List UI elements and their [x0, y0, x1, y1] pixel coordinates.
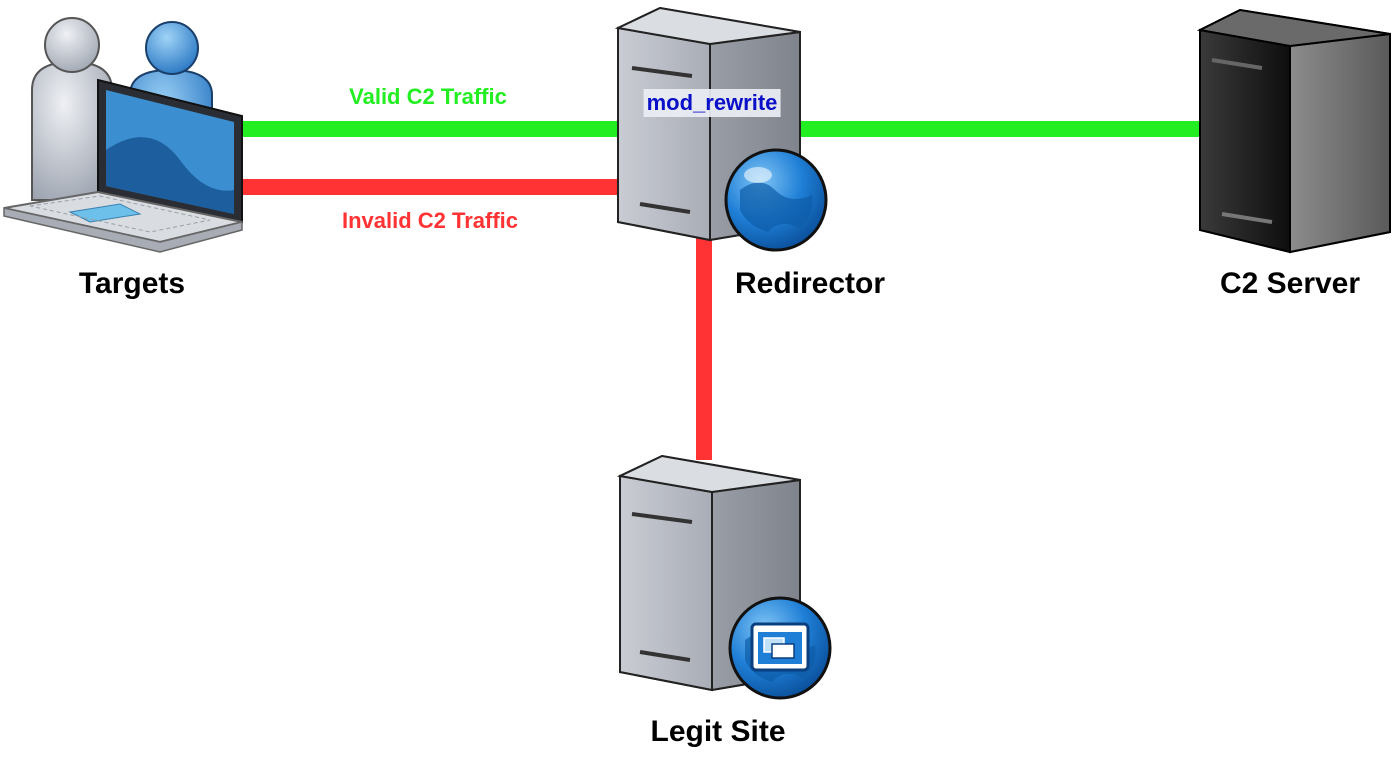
person-grey-icon — [31, 17, 113, 201]
redirector-server-icon — [614, 6, 801, 242]
laptop-users-icon — [3, 17, 243, 253]
mod-rewrite-label: mod_rewrite — [643, 89, 781, 117]
c2-server-label: C2 Server — [1219, 267, 1361, 300]
globe-icon — [724, 148, 828, 252]
window-icon — [750, 622, 810, 672]
black-server-icon — [1196, 8, 1391, 254]
legit-site-label: Legit Site — [650, 715, 786, 748]
valid-traffic-label: Valid C2 Traffic — [349, 84, 507, 109]
invalid-traffic-label: Invalid C2 Traffic — [341, 208, 519, 233]
targets-label: Targets — [78, 267, 186, 300]
website-globe-icon — [728, 596, 832, 700]
laptop-icon — [3, 78, 243, 253]
redirector-label: Redirector — [734, 267, 886, 300]
